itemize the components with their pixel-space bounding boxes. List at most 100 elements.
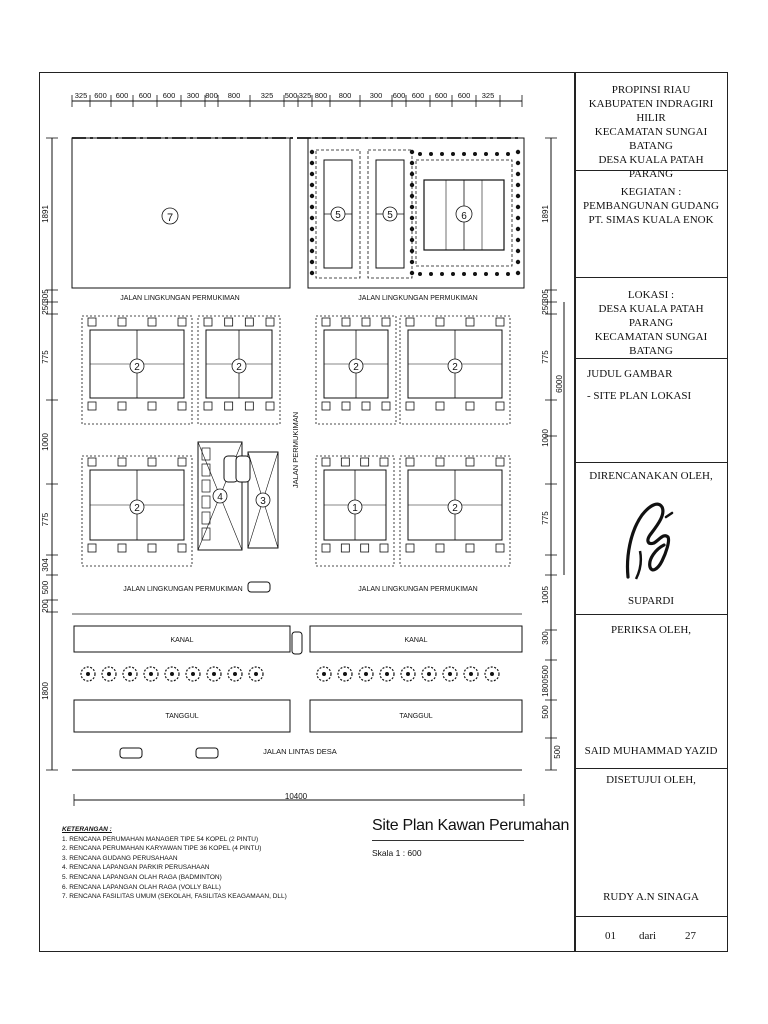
zone-marker (161, 207, 179, 225)
zone-number: 5 (387, 210, 393, 221)
tree-icon (409, 215, 415, 221)
tree-icon (515, 193, 521, 199)
tree-icon (515, 237, 521, 243)
zone-number: 3 (260, 496, 266, 507)
dimension-label: 10400 (285, 792, 308, 801)
title-block-disetujui: DISETUJUI OLEH, RUDY A.N SINAGA (575, 769, 727, 917)
tree-icon (147, 317, 157, 327)
tree-icon (117, 543, 127, 553)
tree-icon (484, 272, 488, 276)
tree-icon (418, 272, 422, 276)
car-icon (119, 747, 143, 759)
tree-icon (122, 666, 138, 682)
tree-icon (409, 193, 415, 199)
direncanakan-label: DIRENCANAKAN OLEH, (589, 470, 713, 482)
zone-number: 2 (236, 362, 242, 373)
direncanakan-name: SUPARDI (627, 595, 675, 607)
dimension-label: 300 (541, 631, 550, 645)
zone-number: 6 (461, 211, 467, 222)
tree-icon (212, 672, 216, 676)
dimension-label: 600 (94, 91, 107, 100)
tree-icon (409, 160, 415, 166)
tree-icon (191, 672, 195, 676)
sheet-of: dari (639, 930, 657, 942)
dimension-label: 600 (116, 91, 129, 100)
tree-icon (515, 204, 521, 210)
dimension-label: 1000 (41, 433, 50, 451)
dimension-label: 800 (315, 91, 328, 100)
tree-icon (361, 401, 371, 411)
tree-icon (409, 259, 415, 265)
dimension-label: 775 (541, 511, 550, 525)
tree-icon (340, 457, 350, 467)
tree-icon (451, 152, 455, 156)
tree-icon (233, 672, 237, 676)
title-block-location-header: PROPINSI RIAU KABUPATEN INDRAGIRI HILIR … (575, 73, 727, 180)
tree-icon (364, 672, 368, 676)
zone-marker (231, 358, 247, 374)
tree-icon (427, 672, 431, 676)
zone-marker (455, 205, 473, 223)
zone-number: 2 (134, 362, 140, 373)
tree-icon (462, 272, 466, 276)
dimension-label: 500 (553, 745, 562, 759)
zone-marker (382, 206, 398, 222)
tree-icon (484, 666, 500, 682)
tree-icon (469, 672, 473, 676)
tree-icon (490, 672, 494, 676)
tree-icon (309, 248, 315, 254)
tree-icon (343, 672, 347, 676)
tree-icon (101, 666, 117, 682)
tree-icon (309, 160, 315, 166)
signature-supardi (625, 502, 674, 580)
tree-icon (224, 317, 234, 327)
disetujui-name: RUDY A.N SINAGA (603, 891, 699, 903)
dimension-label: 500 (41, 580, 50, 594)
housing-block-manager (315, 455, 395, 567)
badminton-area (315, 149, 361, 279)
car-icon (247, 581, 271, 593)
housing-block (81, 455, 193, 567)
tanggul-strip (309, 699, 523, 733)
title-block-sheet-number: 01 dari 27 (575, 917, 727, 951)
lokasi-line: DESA KUALA PATAH PARANG (598, 303, 704, 329)
tree-icon (409, 171, 415, 177)
tree-icon (506, 272, 510, 276)
road-label: JALAN LINGKUNGAN PERMUKIMAN (358, 586, 477, 593)
tree-icon (309, 149, 315, 155)
tree-icon (409, 204, 415, 210)
road-label: JALAN LINGKUNGAN PERMUKIMAN (123, 586, 242, 593)
tree-icon (177, 543, 187, 553)
header-line: KABUPATEN INDRAGIRI HILIR (588, 98, 714, 124)
tree-icon (227, 666, 243, 682)
tree-icon (451, 272, 455, 276)
dimension-label: 325 (482, 91, 495, 100)
tree-icon (170, 672, 174, 676)
title-block-lokasi: LOKASI : DESA KUALA PATAH PARANG KECAMAT… (575, 278, 727, 359)
tree-icon (309, 259, 315, 265)
car-icon (195, 747, 219, 759)
legend: KETERANGAN : 1. RENCANA PERUMAHAN MANAGE… (62, 825, 362, 902)
dimension-label: 305 (41, 289, 50, 303)
dimension-label: 800 (205, 91, 218, 100)
dimension-label: 500 (285, 91, 298, 100)
tree-icon (495, 401, 505, 411)
tree-icon (440, 152, 444, 156)
parking-bay (201, 463, 211, 477)
tree-icon (462, 152, 466, 156)
tree-icon (203, 401, 213, 411)
tree-icon (128, 672, 132, 676)
tree-icon (185, 666, 201, 682)
dimension-label: 1800 (41, 682, 50, 700)
kegiatan-line: PT. SIMAS KUALA ENOK (588, 214, 714, 226)
road-label: JALAN LINGKUNGAN PERMUKIMAN (120, 295, 239, 302)
tree-icon (515, 226, 521, 232)
dimension-label: 775 (41, 350, 50, 364)
dimension-label: 800 (339, 91, 352, 100)
tree-icon (400, 666, 416, 682)
kegiatan-line: PEMBANGUNAN GUDANG (583, 200, 719, 212)
tree-icon (484, 152, 488, 156)
tree-icon (309, 182, 315, 188)
tanggul-strip (73, 699, 291, 733)
